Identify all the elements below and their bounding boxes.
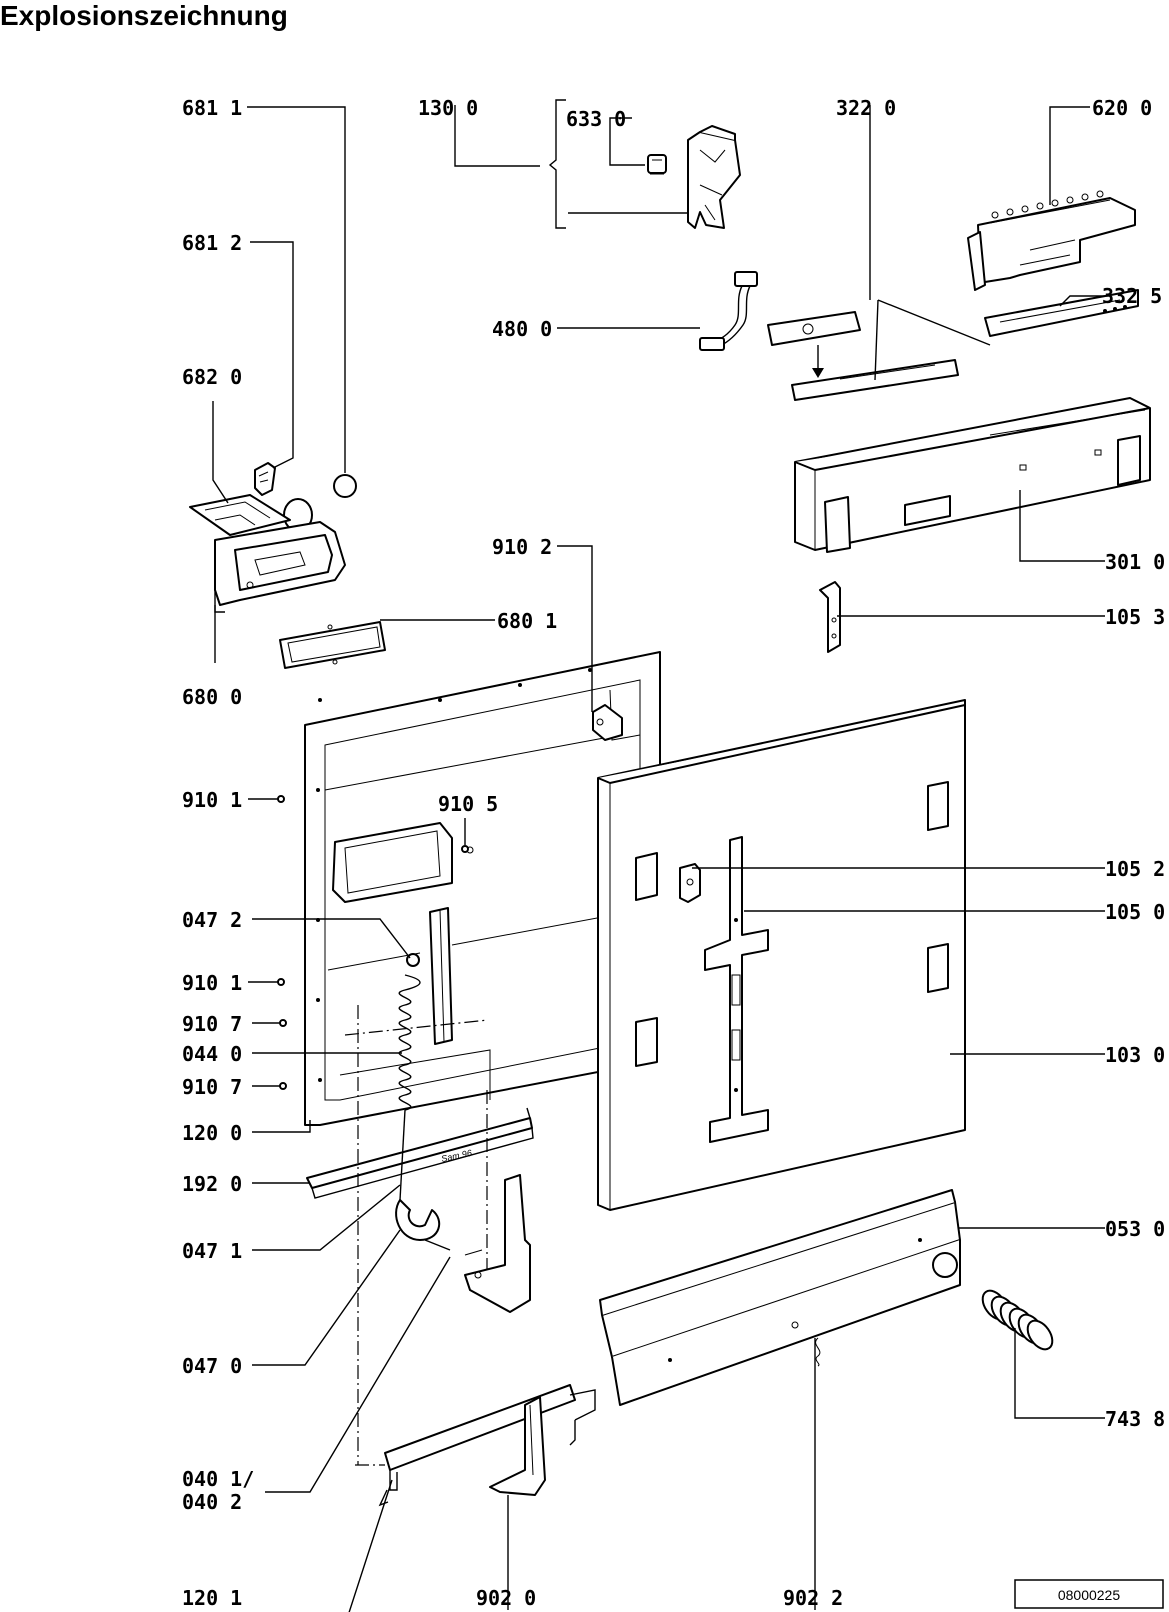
part-outer-door-panel xyxy=(597,699,966,1211)
label-332-5: 332 5 xyxy=(1102,284,1162,308)
part-label-film xyxy=(767,299,991,401)
page-title: Explosionszeichnung xyxy=(0,0,288,31)
part-dispenser-group xyxy=(189,462,386,669)
label-103-0: 103 0 xyxy=(1105,1043,1165,1067)
label-902-0: 902 0 xyxy=(476,1586,536,1610)
part-cable-harness xyxy=(699,271,758,351)
part-inner-door-frame xyxy=(304,651,661,1126)
part-control-panel xyxy=(794,397,1151,553)
label-322-0: 322 0 xyxy=(836,96,896,120)
part-rail xyxy=(306,1107,534,1199)
label-040-2: 040 2 xyxy=(182,1490,242,1514)
part-control-module xyxy=(967,190,1136,291)
label-192-0: 192 0 xyxy=(182,1172,242,1196)
label-681-1: 681 1 xyxy=(182,96,242,120)
part-clip-105-3 xyxy=(819,581,841,653)
part-labels: 681 1 130 0 633 0 322 0 620 0 681 2 332 … xyxy=(182,96,1165,1610)
label-120-0: 120 0 xyxy=(182,1121,242,1145)
label-682-0: 682 0 xyxy=(182,365,242,389)
label-680-0: 680 0 xyxy=(182,685,242,709)
label-910-5: 910 5 xyxy=(438,792,498,816)
label-047-2: 047 2 xyxy=(182,908,242,932)
part-bracket-assembly xyxy=(454,99,741,229)
part-coil-spring xyxy=(981,1289,1054,1351)
document-number-box: 08000225 xyxy=(1014,1579,1164,1609)
part-control-strip xyxy=(984,289,1139,337)
label-743-8: 743 8 xyxy=(1105,1407,1165,1431)
label-105-3: 105 3 xyxy=(1105,605,1165,629)
label-120-1: 120 1 xyxy=(182,1586,242,1610)
label-681-2: 681 2 xyxy=(182,231,242,255)
label-105-0: 105 0 xyxy=(1105,900,1165,924)
label-910-7-bottom: 910 7 xyxy=(182,1075,242,1099)
part-bottom-rail xyxy=(599,1189,961,1406)
label-047-1: 047 1 xyxy=(182,1239,242,1263)
label-910-1-top: 910 1 xyxy=(182,788,242,812)
label-910-7-top: 910 7 xyxy=(182,1012,242,1036)
label-633-0: 633 0 xyxy=(566,107,626,131)
part-lower-panel xyxy=(378,1384,596,1507)
label-480-0: 480 0 xyxy=(492,317,552,341)
leader-lines xyxy=(212,105,1110,1612)
label-040-1: 040 1/ xyxy=(182,1467,254,1491)
label-902-2: 902 2 xyxy=(783,1586,843,1610)
label-044-0: 044 0 xyxy=(182,1042,242,1066)
label-130-0: 130 0 xyxy=(418,96,478,120)
label-105-2: 105 2 xyxy=(1105,857,1165,881)
assembly-guide-lines xyxy=(344,1005,489,1466)
label-620-0: 620 0 xyxy=(1092,96,1152,120)
label-047-0: 047 0 xyxy=(182,1354,242,1378)
label-053-0: 053 0 xyxy=(1105,1217,1165,1241)
part-spring-mechanism xyxy=(395,953,531,1313)
label-680-1: 680 1 xyxy=(497,609,557,633)
label-910-2: 910 2 xyxy=(492,535,552,559)
label-910-1-mid: 910 1 xyxy=(182,971,242,995)
label-301-0: 301 0 xyxy=(1105,550,1165,574)
document-number: 08000225 xyxy=(1058,1587,1121,1603)
